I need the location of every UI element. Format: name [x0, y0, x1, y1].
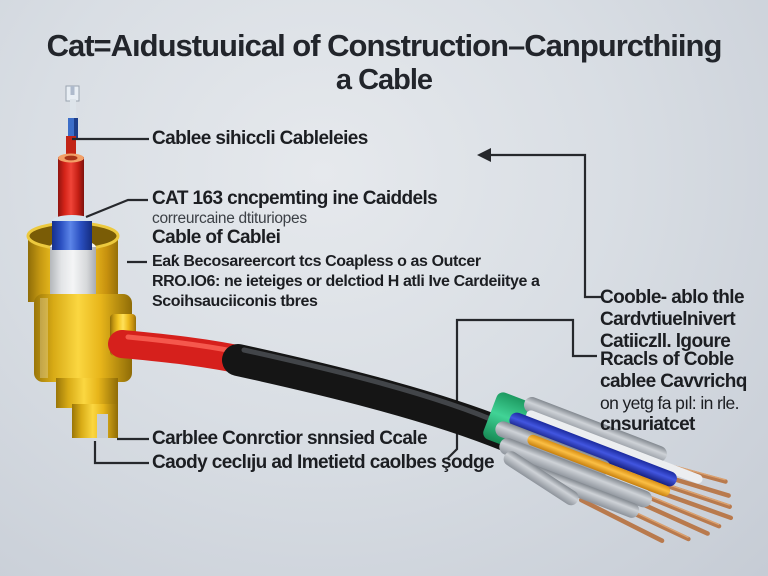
label-cat-line3: Cable of Cablei [152, 227, 281, 248]
yellow-connector-body [34, 294, 136, 438]
label-right-top-line2: Cardvtiuelnivert [600, 309, 736, 330]
gray-sheath-low [499, 438, 652, 508]
label-connector: Carblee Conrctior snnsied Ccale [152, 428, 428, 449]
leader-line-bottom2 [93, 441, 149, 465]
label-right-top-line3: Catiiczll. lgoure [600, 331, 731, 352]
label-outer-line2: RRO.IO6: ne ieteiges or delctiod H atli … [152, 273, 540, 290]
fiber-tip [65, 85, 80, 121]
label-cat-line1: CAT 163 cncpemting ine Caiddels [152, 188, 438, 209]
white-wire [526, 410, 703, 484]
label-right-top-line1: Cooble- ablo thle [600, 287, 745, 308]
red-tube [58, 153, 84, 223]
leader-line-right-bottom [447, 318, 597, 459]
leader-line-arrow [483, 153, 601, 299]
gray-sheath-stub [503, 451, 579, 506]
orange-wire [527, 434, 671, 497]
label-outer-line3: Scoihsauciiconis tbres [152, 293, 318, 310]
diagram-title-line2: a Cable [335, 64, 433, 96]
blue-cylinder [52, 215, 92, 250]
diagram-title-line1: Cat=Aıdustuuical of Construction–Canpurc… [46, 28, 723, 63]
label-right-bottom-line1: Rcacls of Coble [600, 349, 734, 370]
thin-red-rod [66, 136, 76, 160]
arrowhead-left-icon [477, 148, 491, 162]
label-cable-shield: Cablee sihiccli Cableleies [152, 128, 368, 149]
label-body: Caody ceclıju ad Imetietd caolbes şodge [152, 452, 495, 473]
black-cable [222, 344, 524, 452]
label-right-bottom-line2: cablee Cavvrichq [600, 371, 747, 392]
label-outer-line1: Eaƙ Becosareercort tcs Coapless o as Out… [152, 253, 481, 270]
wire-bundle [483, 392, 734, 543]
blue-wire [509, 412, 677, 487]
leader-lines [72, 137, 601, 465]
label-cat-line2: correurcaine dtituriopes [152, 210, 307, 227]
leader-line-cat [85, 198, 148, 219]
label-right-bottom-line4: cnsuriatcet [600, 414, 695, 435]
gray-sheath-top [523, 397, 667, 462]
label-right-bottom-line3: on yetg fa pıl: in rle. [600, 393, 740, 413]
blue-fiber-segment [68, 118, 78, 139]
